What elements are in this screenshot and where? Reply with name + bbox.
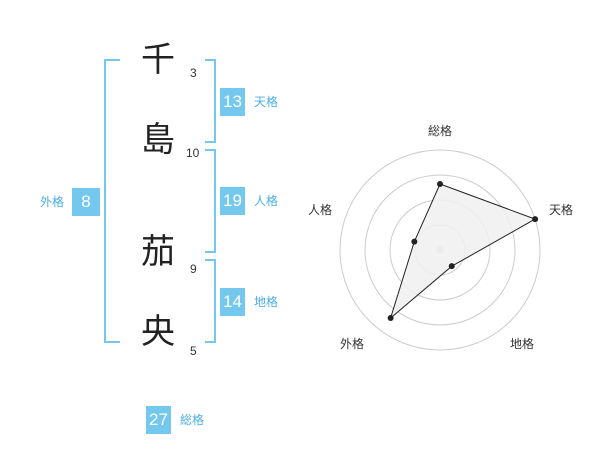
tenkaku-bracket [205,59,216,143]
tenkaku-label: 天格 [254,95,279,109]
radar-point-3 [448,263,455,270]
radar-point-2 [532,216,539,223]
radar-point-1 [437,181,443,187]
radar-point-4 [387,314,394,321]
stroke-count-2: 10 [186,146,200,160]
radar-label-gaikaku: 外格 [340,337,365,351]
name-char-4: 央 [141,312,175,352]
jinkaku-label: 人格 [254,194,279,208]
tenkaku-badge: 13 [220,88,245,116]
radar-label-soukaku: 総格 [428,124,453,138]
soukaku-badge: 27 [146,406,171,434]
radar-label-jinkaku: 人格 [308,203,333,217]
radar-point-5 [411,238,418,245]
radar-grid-ring [364,174,516,326]
stroke-count-1: 3 [190,66,197,80]
gaikaku-label: 外格 [40,195,65,209]
gaikaku-bracket [104,59,120,343]
radar-label-chikaku: 地格 [510,337,535,351]
stroke-count-3: 9 [190,262,197,276]
soukaku-label: 総格 [180,413,205,427]
radar-value-polygon [389,183,537,320]
name-char-1: 千 [141,40,175,80]
radar-label-tenkaku: 天格 [549,203,574,217]
radar-grid-ring [339,149,541,351]
stroke-count-4: 5 [190,344,197,358]
chikaku-label: 地格 [254,295,279,309]
name-char-2: 島 [141,120,175,160]
gaikaku-badge: 8 [72,188,100,216]
jinkaku-badge: 19 [220,187,245,215]
chikaku-badge: 14 [220,288,245,316]
chikaku-bracket [205,259,216,343]
name-char-3: 茄 [141,232,175,272]
jinkaku-bracket [205,149,216,253]
